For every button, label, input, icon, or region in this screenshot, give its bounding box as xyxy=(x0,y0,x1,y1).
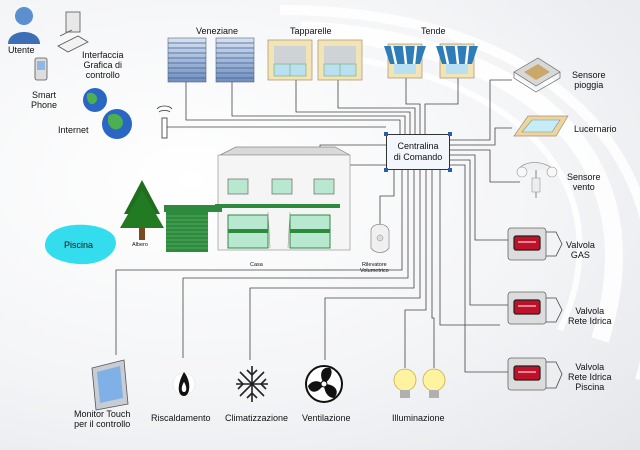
interface-label: Interfaccia Grafica di controllo xyxy=(82,50,124,80)
valve-loops xyxy=(546,231,563,389)
fan-icon xyxy=(305,365,343,403)
gas-valve-icon xyxy=(507,227,547,261)
computer-icon xyxy=(57,11,89,53)
pool-valve-icon xyxy=(507,357,547,391)
skylight-label: Lucernario xyxy=(574,124,617,134)
rain-sensor-label: Sensore pioggia xyxy=(572,70,606,90)
awning-icon xyxy=(384,43,478,79)
motion-sensor-label: Rilevatore Volumetrico xyxy=(360,262,389,274)
tree-icon xyxy=(120,180,164,240)
monitor-label: Monitor Touch per il controllo xyxy=(74,409,131,429)
skylight-icon xyxy=(513,115,569,137)
control-unit-corner xyxy=(448,132,452,136)
wind-sensor-label: Sensore vento xyxy=(567,172,601,192)
motion-sensor-icon xyxy=(370,223,390,253)
shutters-label: Tapparelle xyxy=(290,26,332,36)
ventilation-label: Ventilazione xyxy=(302,413,351,423)
control-unit-corner xyxy=(384,132,388,136)
blinds-label: Veneziane xyxy=(196,26,239,36)
lighting-label: Illuminazione xyxy=(392,413,445,423)
wires xyxy=(115,78,520,373)
smartphone-icon xyxy=(34,57,48,81)
snowflake-icon xyxy=(236,366,268,402)
venetian-blind-icon xyxy=(167,37,255,83)
user-label: Utente xyxy=(8,45,35,55)
smartphone-label: Smart Phone xyxy=(31,90,58,110)
rain-sensor-icon xyxy=(513,57,561,93)
tree-label: Albero xyxy=(132,242,148,248)
gas-valve-label: Valvola GAS xyxy=(566,240,595,260)
house-label: Casa xyxy=(250,262,263,268)
water-valve-icon xyxy=(507,291,547,325)
globe-icon xyxy=(83,88,132,139)
light-bulb-icon xyxy=(393,368,446,398)
house-icon xyxy=(164,146,351,252)
user-icon xyxy=(8,7,40,44)
flame-icon xyxy=(172,372,196,396)
awnings-label: Tende xyxy=(421,26,446,36)
water-valve-label: Valvola Rete Idrica xyxy=(568,306,612,326)
pool-icon xyxy=(44,224,116,265)
internet-label: Internet xyxy=(58,125,89,135)
control-unit-corner xyxy=(384,168,388,172)
heating-label: Riscaldamento xyxy=(151,413,211,423)
cooling-label: Climatizzazione xyxy=(225,413,289,423)
roller-shutter-icon xyxy=(267,39,363,81)
pool-label: Piscina xyxy=(64,240,94,250)
touch-monitor-icon xyxy=(91,359,129,411)
control-unit-corner xyxy=(448,168,452,172)
pool-valve-label: Valvola Rete Idrica Piscina xyxy=(568,362,612,392)
antenna-icon xyxy=(156,105,173,139)
wind-sensor-icon xyxy=(516,162,558,198)
control-unit-label: Centralina di Comando xyxy=(393,141,443,162)
control-unit-box: Centralina di Comando xyxy=(386,134,450,170)
